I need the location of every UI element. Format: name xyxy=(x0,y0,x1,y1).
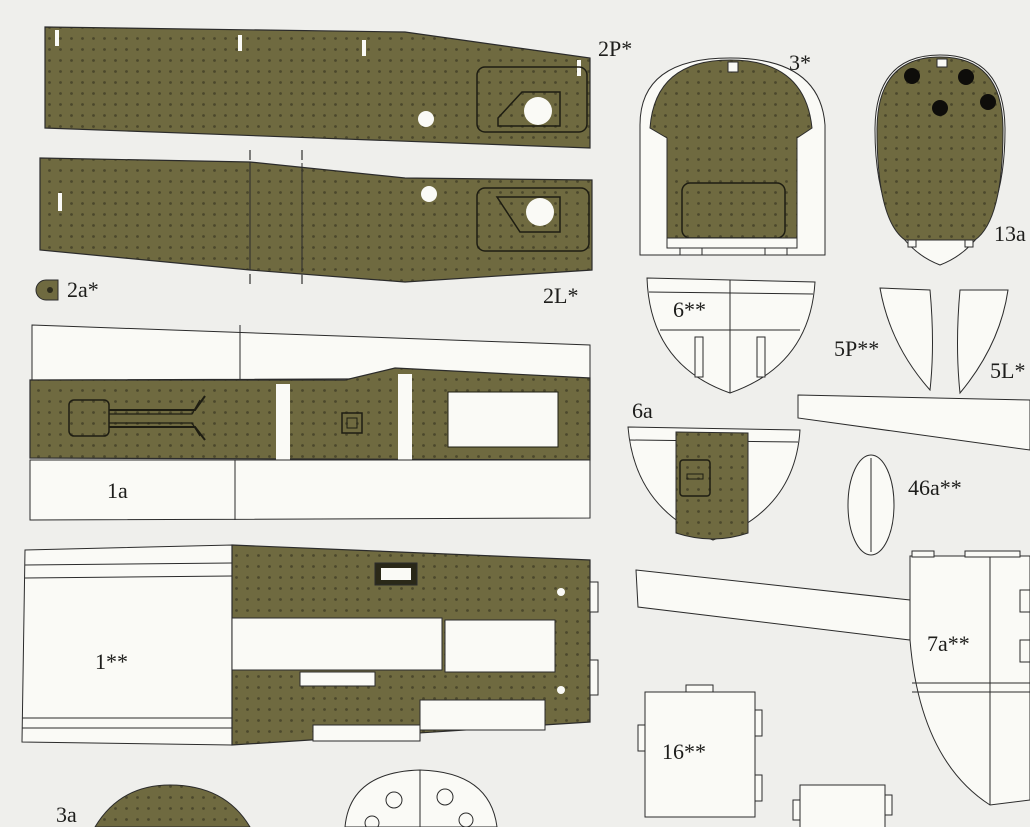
part-5p-piece xyxy=(879,287,933,392)
part-small-box xyxy=(792,784,893,827)
part-perforated-disc xyxy=(344,769,498,827)
part-long-strip xyxy=(635,569,911,641)
label-5l: 5L* xyxy=(990,358,1026,383)
part-13a-bulkhead xyxy=(874,54,1006,266)
label-16: 16** xyxy=(662,739,706,764)
label-5p: 5P** xyxy=(834,336,880,361)
label-3: 3* xyxy=(789,50,811,75)
label-1: 1** xyxy=(95,649,128,674)
part-5l-piece xyxy=(957,289,1009,395)
part-strip xyxy=(797,394,1030,451)
part-2l-panel xyxy=(39,150,593,284)
part-3a-bulkhead xyxy=(94,784,251,827)
label-46a: 46a** xyxy=(908,475,962,500)
part-1a-fuselage xyxy=(29,324,591,521)
part-16-bulkhead xyxy=(637,684,763,818)
label-6a: 6a xyxy=(632,398,653,423)
part-2a-piece xyxy=(35,279,59,301)
part-46a-oval xyxy=(847,454,895,556)
label-2p: 2P* xyxy=(598,36,633,61)
part-2p-panel xyxy=(44,26,591,149)
part-3-bulkhead xyxy=(639,57,826,256)
label-3a: 3a xyxy=(56,802,77,827)
label-6: 6** xyxy=(673,297,706,322)
label-13a: 13a xyxy=(994,221,1026,246)
part-6-bulkhead xyxy=(646,277,816,394)
label-1a: 1a xyxy=(107,478,128,503)
label-2l: 2L* xyxy=(543,283,579,308)
part-6a-bulkhead xyxy=(627,426,801,541)
part-7a-piece xyxy=(909,550,1030,806)
label-7a: 7a** xyxy=(927,631,970,656)
label-2a: 2a* xyxy=(67,277,99,302)
part-1-fuselage xyxy=(21,544,599,746)
